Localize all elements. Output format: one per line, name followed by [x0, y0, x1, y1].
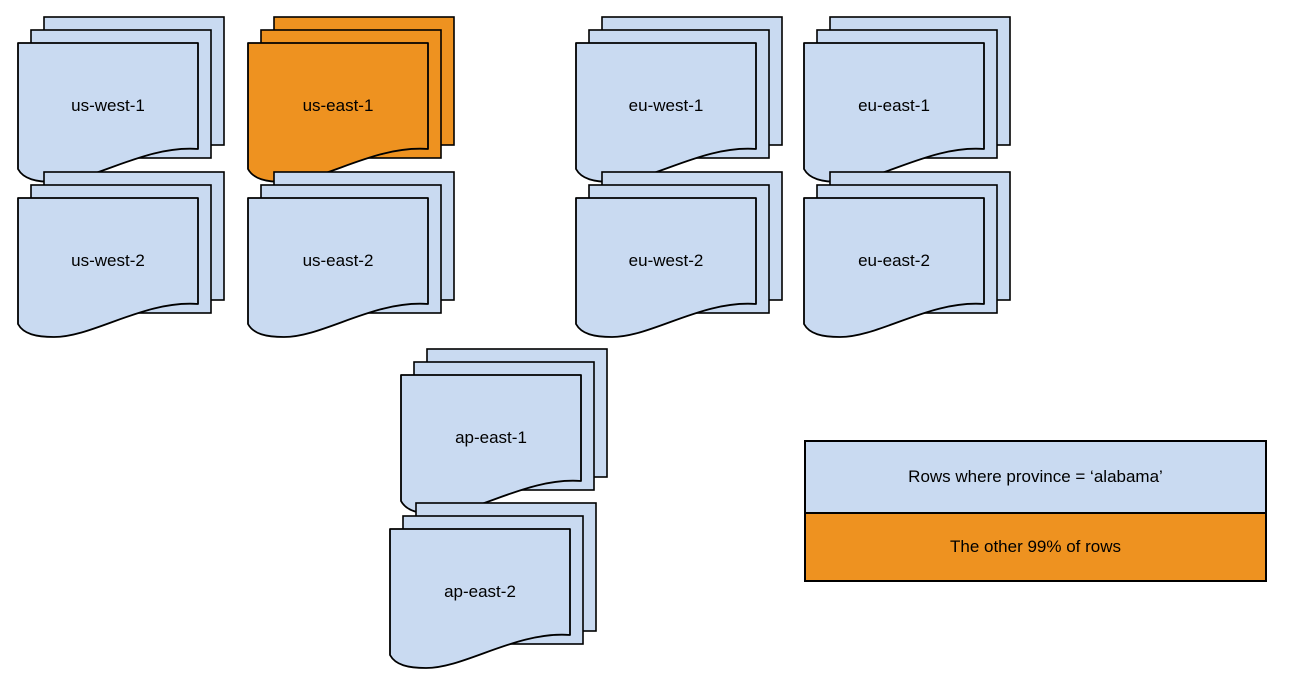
document-stack-ap-east-1[interactable]: [400, 348, 608, 515]
document-stack-us-west-1[interactable]: [17, 16, 225, 183]
document-stack-sheet-front: [400, 374, 582, 515]
legend-item-blue-label: Rows where province = ‘alabama’: [908, 467, 1163, 486]
document-stack-sheet-front: [575, 197, 757, 338]
document-stack-eu-west-1[interactable]: [575, 16, 783, 183]
document-stack-eu-west-2[interactable]: [575, 171, 783, 338]
document-stack-sheet-front: [389, 528, 571, 669]
legend-item-orange-label: The other 99% of rows: [949, 537, 1122, 556]
document-stack-eu-east-2[interactable]: [803, 171, 1011, 338]
legend-item-orange[interactable]: The other 99% of rows: [804, 513, 1267, 582]
document-stack-ap-east-2[interactable]: [389, 502, 597, 669]
document-stack-eu-east-1[interactable]: [803, 16, 1011, 183]
document-stack-us-east-2[interactable]: [247, 171, 455, 338]
document-stack-sheet-front: [803, 197, 985, 338]
legend-item-blue[interactable]: Rows where province = ‘alabama’: [804, 440, 1267, 513]
document-stack-sheet-front: [17, 197, 199, 338]
document-stack-sheet-front: [17, 42, 199, 183]
document-stack-us-west-2[interactable]: [17, 171, 225, 338]
document-stack-sheet-front: [575, 42, 757, 183]
document-stack-sheet-front: [803, 42, 985, 183]
document-stack-sheet-front: [247, 42, 429, 183]
document-stack-sheet-front: [247, 197, 429, 338]
document-stack-us-east-1[interactable]: [247, 16, 455, 183]
